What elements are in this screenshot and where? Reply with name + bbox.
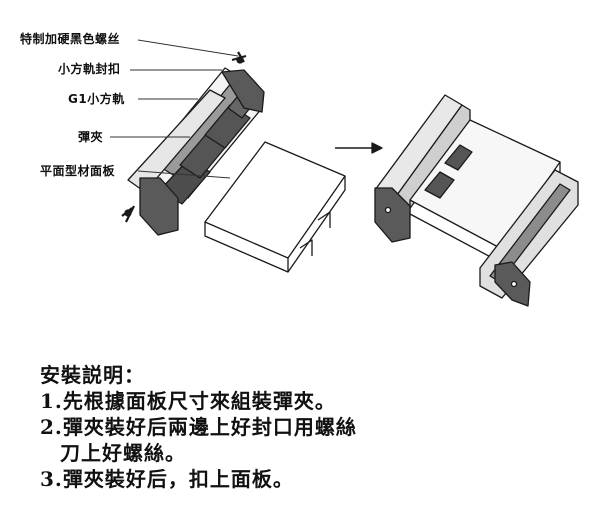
instruction-step-2: 2.彈夾裝好后兩邊上好封口用螺絲	[40, 415, 357, 439]
left-rail-assembly	[121, 51, 265, 236]
callout-rail: G1小方軌	[68, 92, 125, 106]
installation-instructions: 安裝説明： 1.先根據面板尺寸來組裝彈夾。 2.彈夾裝好后兩邊上好封口用螺絲 刀…	[40, 362, 580, 492]
callout-panel: 平面型材面板	[40, 164, 116, 178]
assembly-diagram	[110, 39, 579, 307]
instruction-step-1: 1.先根據面板尺寸來組裝彈夾。	[40, 389, 336, 413]
callout-end-cap: 小方軌封扣	[58, 62, 121, 76]
instruction-step-2-continued: 刀上好螺絲。	[60, 441, 186, 465]
callout-screw: 特制加硬黑色螺丝	[20, 32, 121, 46]
flat-panel	[204, 141, 346, 273]
arrow-icon	[335, 142, 383, 154]
instructions-title: 安裝説明：	[40, 363, 145, 387]
instruction-step-3: 3.彈夾裝好后，扣上面板。	[40, 467, 294, 491]
callout-clip: 彈夾	[78, 130, 104, 144]
assembled-product	[374, 94, 579, 307]
leader-lines	[110, 39, 239, 179]
